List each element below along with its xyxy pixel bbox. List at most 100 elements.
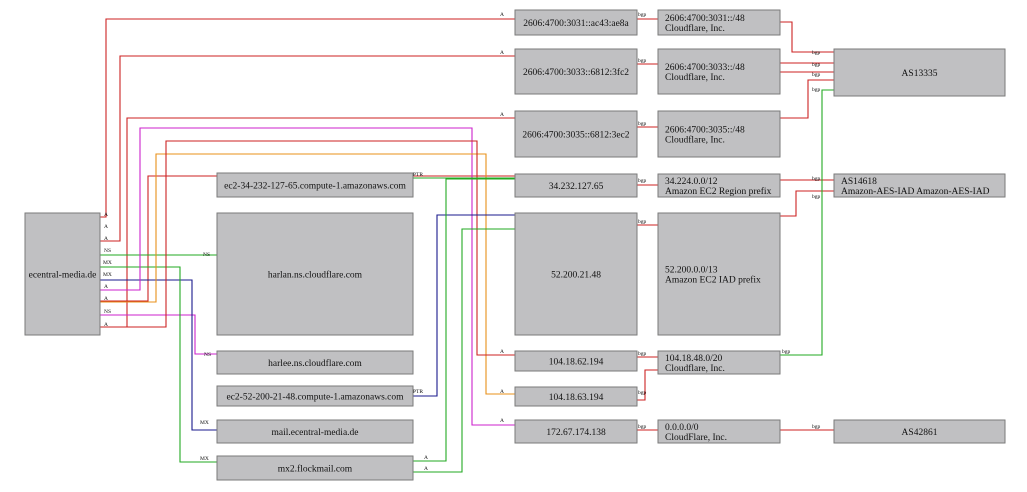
node-label: Cloudflare, Inc. [665,23,725,34]
node-label: 52.200.21.48 [551,271,601,281]
edge-label-bgp: bgp [638,178,647,184]
node-box [833,48,1006,97]
node-label: 104.18.63.194 [549,393,604,403]
node-box [514,419,638,444]
node-ptr-ec2-52: ec2-52-200-21-48.compute-1.amazonaws.com [216,385,414,407]
edge-label-bgp: bgp [638,351,647,357]
edge-label-a: A [104,212,108,218]
edge-label-bgp: bgp [812,72,821,78]
node-label: 104.18.62.194 [549,358,604,368]
node-label: 172.67.174.138 [546,428,606,438]
edge-label-bgp: bgp [638,390,647,396]
edge-label-a: A [104,322,108,328]
edge-label-a: A [500,112,504,118]
edge-bgp [780,89,834,356]
edges-layer [100,18,834,473]
edge-a [100,55,515,242]
node-box [24,212,101,336]
node-box [657,419,781,444]
edge-a [413,178,515,462]
edge-label-mx: MX [200,456,209,462]
node-label: 2606:4700:3033::/48 [665,63,745,73]
edge-label-a: A [500,389,504,395]
edge-label-bgp: bgp [812,176,821,182]
edge-mx [100,266,217,463]
node-box [216,172,414,198]
node-box [216,385,414,407]
node-ip-6812-3ec2: 2606:4700:3035::6812:3ec2 [514,110,638,158]
node-box [657,212,781,336]
edge-label-ptr: PTR [413,172,423,178]
edge-label-a: A [104,236,108,242]
edge-ptr [413,214,515,397]
node-ip-52: 52.200.21.48 [514,212,638,336]
node-label: 0.0.0.0/0 [665,423,699,433]
node-box [657,110,781,158]
node-ns-harlee: harlee.ns.cloudflare.com [216,350,414,375]
node-label: harlan.ns.cloudflare.com [268,270,363,281]
node-box [514,212,638,336]
nodes-layer: ecentral-media.de2606:4700:3031::ac43:ae… [24,9,1006,481]
edge-a [100,127,515,426]
edge-label-a: A [500,50,504,56]
node-label: Cloudflare, Inc. [665,135,725,146]
edge-label-mx: MX [200,420,209,426]
edge-a [100,153,515,395]
node-mx-mail: mail.ecentral-media.de [216,419,414,444]
edge-bgp [637,369,658,401]
edge-label-ns: NS [204,352,211,358]
node-box [657,350,781,375]
edge-bgp [780,190,834,217]
edge-label-bgp: bgp [782,349,791,355]
node-box [514,110,638,158]
node-as-42861: AS42861 [833,419,1006,444]
node-box [657,48,781,95]
edge-label-bgp: bgp [812,87,821,93]
node-box [216,419,414,444]
node-ip-6812-3fc2: 2606:4700:3033::6812:3fc2 [514,48,638,95]
edge-label-a: A [104,224,108,230]
edge-bgp [780,79,834,119]
edge-label-bgp: bgp [812,62,821,68]
node-mx-mx2: mx2.flockmail.com [216,455,414,481]
node-ip-104-62: 104.18.62.194 [514,350,638,372]
node-label: 2606:4700:3035::/48 [665,126,745,136]
node-label: mx2.flockmail.com [278,464,353,475]
node-label: 2606:4700:3033::6812:3fc2 [523,67,629,78]
node-as-13335: AS13335 [833,48,1006,97]
edge-a [413,228,515,473]
node-label: AS14618 [841,177,877,187]
node-label: CloudFlare, Inc. [665,433,727,443]
edge-a [100,18,515,218]
edge-label-a: A [424,466,428,472]
edge-bgp [780,21,834,53]
edge-label-bgp: bgp [812,424,821,430]
edge-a [100,140,515,356]
node-box [514,48,638,95]
node-label: ec2-52-200-21-48.compute-1.amazonaws.com [226,393,404,403]
edge-label-bgp: bgp [638,424,647,430]
edge-label-ns: NS [104,248,111,254]
edge-label-ns: NS [203,252,210,258]
node-ip-172: 172.67.174.138 [514,419,638,444]
node-box [216,350,414,375]
edge-label-bgp: bgp [812,50,821,56]
node-ns-harlan: harlan.ns.cloudflare.com [216,212,414,336]
edge-label-mx: MX [103,260,112,266]
node-box [514,173,638,198]
node-label: Amazon-AES-IAD Amazon-AES-IAD [841,187,990,197]
node-label: 34.224.0.0/12 [665,177,718,187]
edge-label-a: A [104,284,108,290]
node-label: 52.200.0.0/13 [665,266,718,276]
edge-label-bgp: bgp [638,58,647,64]
node-box [833,419,1006,444]
node-label: AS13335 [902,69,938,79]
edge-label-ptr: PTR [413,389,423,395]
